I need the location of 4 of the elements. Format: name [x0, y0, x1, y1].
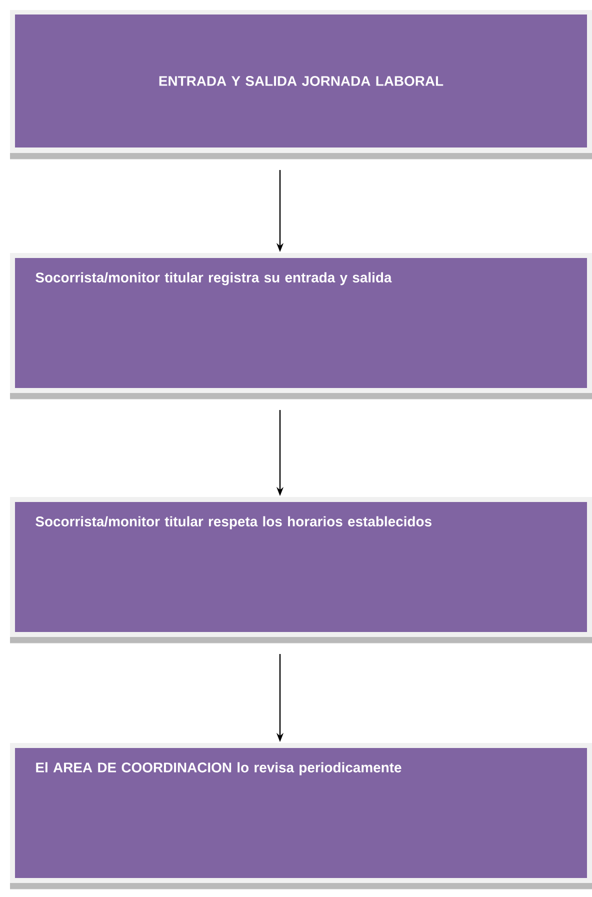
- process-box: Socorrista/monitor titular respeta los horarios establecidos: [10, 497, 592, 644]
- process-box: Socorrista/monitor titular registra su entrada y salida: [10, 253, 592, 400]
- process-box: ENTRADA Y SALIDA JORNADA LABORAL: [10, 10, 592, 160]
- process-box: El AREA DE COORDINACION lo revisa periodicamente: [10, 743, 592, 890]
